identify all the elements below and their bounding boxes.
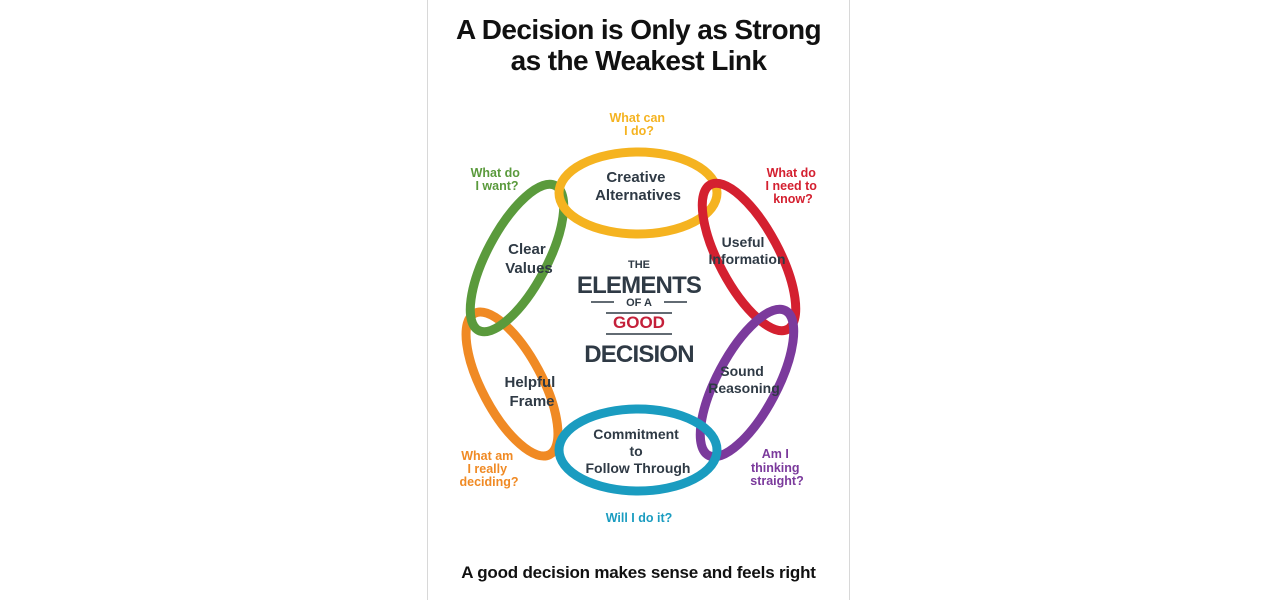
center-the: THE xyxy=(628,259,650,271)
question-sound-reasoning: Am I thinking straight? xyxy=(750,447,803,488)
ring-useful-information xyxy=(697,178,801,336)
ring-commitment xyxy=(554,404,722,496)
ring-sound-reasoning xyxy=(695,304,799,462)
label-useful-information: Useful Information xyxy=(709,234,786,267)
document-page: A Decision is Only as Strong as the Weak… xyxy=(427,0,850,600)
question-helpful-frame: What am I really deciding? xyxy=(459,449,518,489)
label-creative-alternatives: Creative Alternatives xyxy=(595,169,681,204)
center-emblem: THE ELEMENTS OF A GOOD DECISION xyxy=(577,259,703,368)
label-sound-reasoning: Sound Reasoning xyxy=(708,363,780,396)
page-title: A Decision is Only as Strong as the Weak… xyxy=(428,14,849,76)
label-helpful-frame: Helpful Frame xyxy=(504,374,559,410)
label-clear-values: Clear Values xyxy=(505,241,553,277)
label-commitment: Commitment to Follow Through xyxy=(586,426,691,476)
center-decision: DECISION xyxy=(584,341,694,368)
center-of-a: OF A xyxy=(626,297,652,309)
question-commitment: Will I do it? xyxy=(606,511,673,525)
center-elements: ELEMENTS xyxy=(577,272,702,299)
footer-caption: A good decision makes sense and feels ri… xyxy=(461,563,816,582)
question-clear-values: What do I want? xyxy=(471,166,524,193)
question-creative-alternatives: What can I do? xyxy=(609,111,668,138)
ring-creative-alternatives xyxy=(554,147,722,239)
center-good: GOOD xyxy=(613,313,665,332)
question-useful-information: What do I need to know? xyxy=(766,166,821,206)
title-line-2: as the Weakest Link xyxy=(510,45,767,76)
decision-chain-diagram: Creative Alternatives Useful Information… xyxy=(459,111,821,525)
title-line-1: A Decision is Only as Strong xyxy=(456,14,822,45)
